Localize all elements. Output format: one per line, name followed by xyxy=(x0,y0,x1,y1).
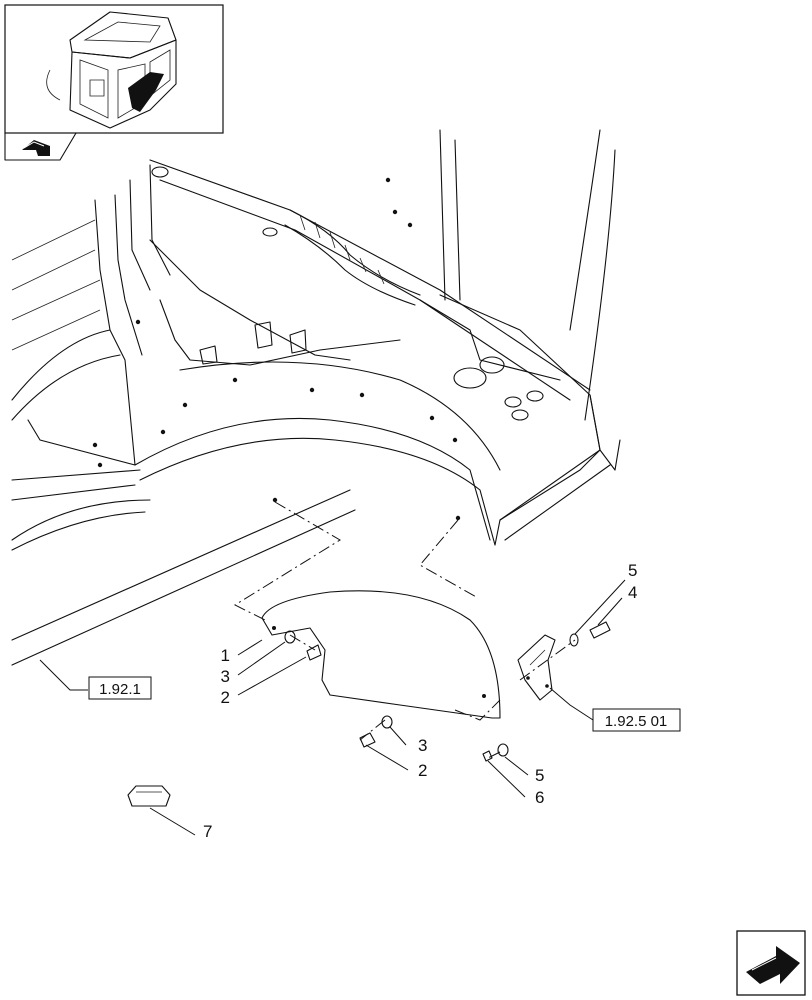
bolt-4[interactable] xyxy=(589,621,611,639)
next-page-arrow-icon xyxy=(746,946,800,984)
next-page-button[interactable] xyxy=(736,930,806,996)
callout-part-5-bottom[interactable]: 5 xyxy=(535,766,544,785)
bolt-2-upper[interactable] xyxy=(306,644,322,661)
callout-part-4[interactable]: 4 xyxy=(628,583,637,602)
cab-thumbnail-icon xyxy=(46,11,177,129)
callout-part-5-top[interactable]: 5 xyxy=(628,561,637,580)
support-bracket[interactable] xyxy=(517,634,556,701)
callout-part-3-bottom[interactable]: 3 xyxy=(418,736,427,755)
reference-left-text: 1.92.1 xyxy=(99,681,141,698)
washer-5-lower[interactable] xyxy=(497,743,509,757)
cab-floor-structure xyxy=(11,129,621,666)
washer-3-lower[interactable] xyxy=(381,715,393,729)
callout-part-2-bottom[interactable]: 2 xyxy=(418,761,427,780)
bolt-2-lower[interactable] xyxy=(359,732,376,748)
reference-box-left[interactable]: 1.92.1 xyxy=(88,676,152,700)
callout-part-7[interactable]: 7 xyxy=(203,822,212,841)
callout-labels: 1 3 2 3 2 5 6 5 4 7 xyxy=(203,561,637,841)
washer-5-upper[interactable] xyxy=(569,633,579,647)
view-direction-tab[interactable] xyxy=(4,132,77,161)
callout-part-6[interactable]: 6 xyxy=(535,788,544,807)
plug-cap-7[interactable] xyxy=(127,785,171,807)
view-direction-icon xyxy=(22,140,50,156)
assembly-centerlines xyxy=(233,501,576,759)
reference-right-text: 1.92.5 01 xyxy=(605,713,668,730)
cab-thumbnail[interactable] xyxy=(4,4,224,134)
washer-3-upper[interactable] xyxy=(284,630,296,644)
leader-lines xyxy=(39,579,626,836)
nut-6[interactable] xyxy=(482,750,493,762)
fender-cover-plate[interactable] xyxy=(261,590,501,719)
reference-box-right[interactable]: 1.92.5 01 xyxy=(592,708,681,732)
callout-part-1[interactable]: 1 xyxy=(221,646,230,665)
callout-part-3-left[interactable]: 3 xyxy=(221,667,230,686)
callout-part-2-left[interactable]: 2 xyxy=(221,688,230,707)
